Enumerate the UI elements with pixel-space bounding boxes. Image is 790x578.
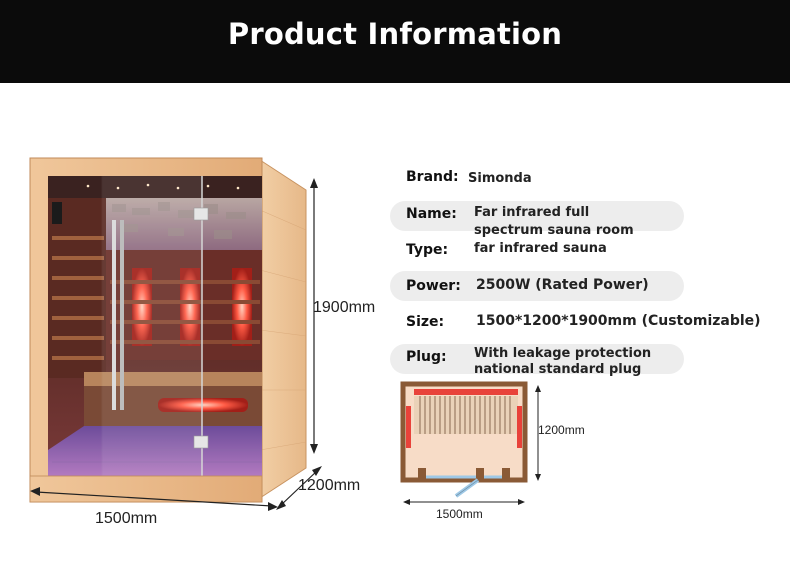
brand-label: Brand:: [406, 169, 459, 185]
plug-value-line2: national standard plug: [474, 362, 642, 377]
type-label: Type:: [406, 242, 449, 258]
depth-dimension-label: 1200mm: [298, 477, 361, 494]
size-value: 1500*1200*1900mm (Customizable): [476, 313, 761, 329]
name-row-background: [390, 201, 684, 231]
plug-row-background: [390, 344, 684, 374]
name-value-line2: spectrum sauna room: [474, 223, 634, 238]
power-value: 2500W (Rated Power): [476, 277, 649, 293]
page-title: Product Information: [227, 17, 563, 51]
floor-plan-width-label: 1500mm: [436, 507, 483, 521]
plug-value-line1: With leakage protection: [474, 346, 652, 361]
name-label: Name:: [406, 206, 457, 222]
name-value-line1: Far infrared full: [474, 205, 590, 220]
size-label: Size:: [406, 314, 445, 330]
width-dimension-label: 1500mm: [95, 510, 158, 527]
power-label: Power:: [406, 278, 461, 294]
brand-value: Simonda: [468, 171, 532, 186]
floor-plan-depth-label: 1200mm: [538, 423, 585, 437]
plug-label: Plug:: [406, 349, 447, 365]
floor-plan-diagram: [400, 381, 541, 505]
header-banner: Product Information: [0, 0, 790, 83]
power-row-background: [390, 271, 684, 301]
sauna-product-image: [29, 157, 322, 511]
type-value: far infrared sauna: [474, 241, 607, 256]
height-dimension-label: 1900mm: [313, 299, 376, 316]
